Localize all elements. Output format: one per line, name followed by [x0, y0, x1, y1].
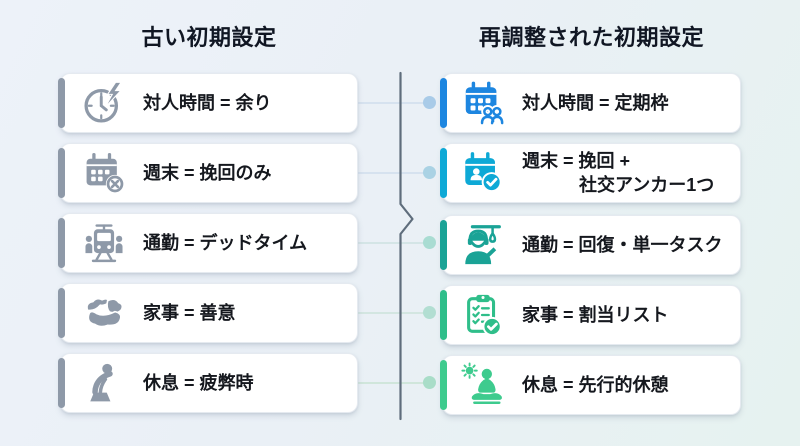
old-card-rest: 休息 = 疲弊時	[58, 353, 358, 413]
calendar-x-icon	[82, 151, 126, 195]
slumped-person-icon	[82, 361, 126, 405]
connector-dot	[423, 166, 436, 179]
connector-dot	[423, 236, 436, 249]
clipboard-check-icon	[460, 292, 506, 338]
new-card-rest: 休息 = 先行的休憩	[440, 355, 741, 415]
laundry-pile-icon	[82, 291, 126, 335]
old-card-weekend: 週末 = 挽回のみ	[58, 143, 358, 203]
new-card-commute: 通勤 = 回復・単一タスク	[440, 215, 741, 275]
card-label: 家事 = 善意	[143, 303, 236, 323]
card-accent-bar	[440, 148, 447, 198]
card-accent-bar	[440, 360, 447, 410]
connector-dot	[423, 96, 436, 109]
commuter-headset-icon	[460, 222, 506, 268]
card-label: 休息 = 先行的休憩	[522, 375, 669, 395]
connector-line	[358, 242, 430, 244]
new-card-housework: 家事 = 割当リスト	[440, 285, 741, 345]
card-label-line1: 週末 = 挽回 +	[522, 151, 631, 171]
connector-line	[358, 172, 430, 174]
card-accent-bar	[58, 148, 65, 198]
card-label: 家事 = 割当リスト	[522, 305, 669, 325]
card-label: 通勤 = 回復・単一タスク	[522, 235, 723, 255]
card-label: 対人時間 = 余り	[143, 93, 272, 113]
new-defaults-title: 再調整された初期設定	[478, 25, 704, 50]
card-accent-bar	[440, 78, 447, 128]
calendar-person-check-icon	[460, 150, 506, 196]
card-accent-bar	[58, 288, 65, 338]
old-card-interpersonal-time: 対人時間 = 余り	[58, 73, 358, 133]
card-label: 週末 = 挽回のみ	[143, 163, 272, 183]
card-label: 通勤 = デッドタイム	[143, 233, 308, 253]
old-card-commute: 通勤 = デッドタイム	[58, 213, 358, 273]
old-defaults-title: 古い初期設定	[141, 25, 277, 50]
clock-bolt-icon	[82, 81, 126, 125]
card-accent-bar	[440, 290, 447, 340]
card-label: 休息 = 疲弊時	[143, 373, 254, 393]
card-accent-bar	[58, 78, 65, 128]
connector-line	[358, 312, 430, 314]
card-label: 週末 = 挽回 + 社交アンカー1つ	[522, 149, 714, 197]
calendar-people-icon	[460, 80, 506, 126]
connector-line	[358, 102, 430, 104]
connector-line	[358, 382, 430, 384]
card-accent-bar	[58, 358, 65, 408]
connector-dot	[423, 376, 436, 389]
card-label-line2: 社交アンカー1つ	[579, 175, 715, 195]
new-card-interpersonal-time: 対人時間 = 定期枠	[440, 73, 741, 133]
new-card-weekend: 週末 = 挽回 + 社交アンカー1つ	[440, 143, 741, 203]
tram-commute-icon	[82, 221, 126, 265]
old-card-housework: 家事 = 善意	[58, 283, 358, 343]
connector-dot	[423, 306, 436, 319]
meditation-sun-icon	[460, 362, 506, 408]
card-accent-bar	[440, 220, 447, 270]
card-accent-bar	[58, 218, 65, 268]
card-label: 対人時間 = 定期枠	[522, 93, 669, 113]
center-divider-path	[399, 71, 414, 421]
